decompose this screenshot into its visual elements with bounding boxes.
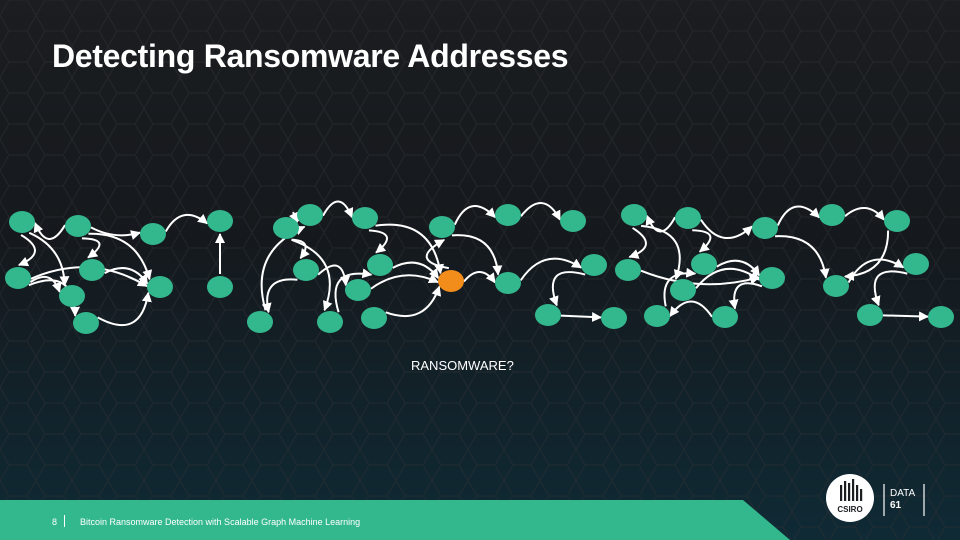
graph-node [560,210,586,232]
graph-edge [28,231,70,287]
slide-title: Detecting Ransomware Addresses [52,38,569,74]
graph-node [73,312,99,334]
graph-node [752,217,778,239]
graph-node [928,306,954,328]
graph-edge [870,270,908,307]
graph-edge [90,226,142,240]
graph-edge [463,271,496,284]
graph-edge [451,234,503,276]
graph-edge [317,264,351,287]
graph-edge [663,267,697,307]
graph-edge [261,278,298,314]
graph-node [495,204,521,226]
graph-node [903,253,929,275]
graph-edge [334,268,373,313]
data61-logo-line1: DATA [890,488,916,499]
page-number: 8 [52,517,58,527]
graph-edge [33,222,66,240]
graph-edge [288,211,300,223]
graph-edge [519,257,583,281]
graph-node [759,267,785,289]
graph-node [207,276,233,298]
graph-node [535,304,561,326]
graph-edge [368,229,388,254]
ransomware-label: RANSOMWARE? [411,358,514,373]
graph-node [621,204,647,226]
graph-node [352,207,378,229]
graph-edge [164,213,209,233]
graph-edge [641,224,684,281]
graph-edge [453,205,496,226]
graph-node [670,279,696,301]
graph-edge [375,223,445,275]
graph-node [712,306,738,328]
graph-node [675,207,701,229]
graph-node [345,279,371,301]
graph-node [207,210,233,232]
footer-text: Bitcoin Ransomware Detection with Scalab… [80,517,361,527]
footer-separator [64,515,65,527]
graph-edge [728,282,763,310]
graph-node [367,254,393,276]
graph-edge [669,300,713,318]
graph-node [601,307,627,329]
graph-edge [18,234,36,267]
graph-node [317,311,343,333]
graph-edge [425,238,450,270]
graph-node [429,216,455,238]
graph-node [823,275,849,297]
data61-logo: DATA 61 [883,484,925,516]
graph-node [293,259,319,281]
graph-node [147,276,173,298]
graph-node [819,204,845,226]
graph-node [247,311,273,333]
graph-node [691,253,717,275]
graph-node [644,305,670,327]
graph-edge [97,291,152,327]
graph-node [857,304,883,326]
graph-edge [322,200,354,219]
data61-logo-line2: 61 [890,500,902,511]
graph-edge [695,267,760,289]
graph-edge [645,214,676,233]
graph-edge [700,219,753,240]
graph-edge [775,235,830,279]
graph-edge [628,227,647,259]
graph-edge [844,207,885,221]
graph-edge [716,259,761,277]
csiro-logo: CSIRO [826,474,874,522]
graph-node [297,204,323,226]
graph-edge [81,237,101,259]
csiro-logo-text: CSIRO [837,505,862,514]
graph-edge [291,238,333,312]
graph-node [615,259,641,281]
ransomware-node [438,270,464,292]
graph-edge [29,275,62,293]
graph-edge [549,271,586,307]
graph-edge [88,232,153,281]
graph-edge [520,202,561,221]
graph-node [9,211,35,233]
graph-node [65,215,91,237]
graph-node [79,259,105,281]
graph-node [273,217,299,239]
graph-node [140,223,166,245]
graph-edge [560,312,603,322]
graph-edge [385,285,442,317]
graph-node [5,267,31,289]
graph-node [59,285,85,307]
footer-bar [0,500,790,540]
graph-node [495,272,521,294]
graph-edge [776,205,820,226]
graph-edge [843,230,890,281]
graph-node [581,254,607,276]
graph-edge [882,311,930,322]
graph-node [361,307,387,329]
graph-edge [692,229,712,253]
graph-edge [847,258,905,284]
graph-node [884,210,910,232]
graph-edge [370,273,439,290]
